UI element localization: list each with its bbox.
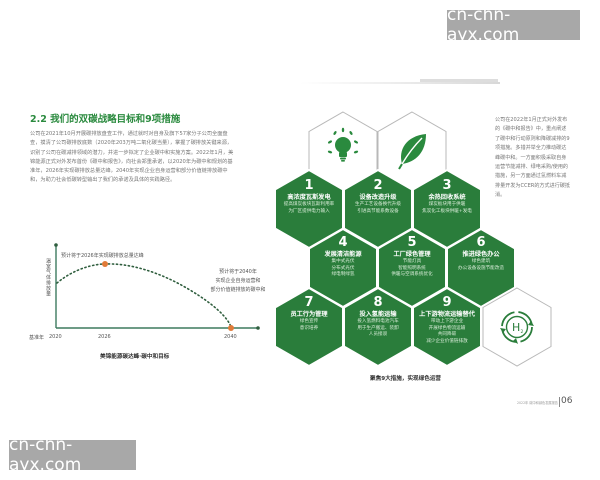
measure-8: 8 投入氢能运输 投入氢燃料电池汽车 用于生产搬运、装卸 人员接驳	[357, 295, 399, 338]
measure-3: 3 余热回收系统 煤炭板块用于供暖 焦炭化工板块供暖+发电	[422, 178, 472, 214]
footer-report-name: 2022年 碳中和绿色发展报告	[517, 401, 558, 405]
lightbulb-icon	[327, 127, 359, 162]
measure-4: 4 发展清洁能源 集中式光伏 分布式光伏 绿电制绿氢	[324, 235, 362, 278]
chart-tick-2026: 2026	[98, 334, 111, 340]
chart-neutral-annotation: 预计将于2040年 实现企业自身运营和 部分价值链排放的碳中和	[210, 269, 266, 293]
measure-5: 5 工厂绿色管理 节能灯具 智能照明系统 供暖与空调系统优化	[391, 235, 433, 278]
measure-9: 9 上下游物流运输替代 带动上下游企业 开展绿色物流运输 共同降碳 减少企业价值…	[419, 295, 475, 344]
intro-paragraph: 公司在2021年10月开展碳排放盘查工作，通过就时对自身及旗下57家分子公司全面…	[30, 131, 234, 184]
footer-divider	[559, 397, 560, 407]
header-divider	[300, 82, 500, 84]
chart-tick-2020: 2020	[49, 334, 62, 340]
chart-peak-marker	[102, 261, 108, 267]
svg-text:H: H	[512, 321, 520, 334]
measures-caption: 聚焦9大措施，实现绿色运营	[370, 376, 442, 382]
page-number: 06	[561, 396, 573, 406]
measure-2: 2 设备改造升级 生产工艺设备换代升级 引进高节能系数设备	[355, 178, 401, 214]
chart-peak-annotation: 预计将于2026年实现碳排放总量达峰	[61, 253, 144, 259]
chart-caption: 美锦能源碳达峰·碳中和目标	[100, 354, 170, 360]
chart-tick-2040: 2040	[224, 334, 237, 340]
measure-7: 7 员工行为管理 绿色宣传 意识培养	[290, 295, 328, 331]
hydrogen-cycle-icon: H 2	[500, 311, 534, 344]
header-running-title	[420, 79, 498, 82]
chart-tick-baseline: 基准年	[29, 335, 45, 341]
measure-1: 1 高浓度瓦斯发电 提高煤炭板块瓦斯利用率 为厂区提供电力输入	[283, 178, 335, 214]
leaf-icon	[398, 134, 426, 170]
measure-6: 6 推进绿色办公 绿色建筑 办公设备设施节能改造	[458, 235, 504, 271]
chart-emission-curve	[56, 263, 232, 328]
right-paragraph: 公司在2022年1月正式对外发布的《碳中和报告》中，重点阐述了碳中和行动原则和降…	[495, 117, 570, 199]
svg-text:2: 2	[521, 329, 524, 335]
section-title: 2.2 我们的双碳战略目标和9项措施	[30, 114, 181, 125]
chart-y-label: 温室气体排放量	[45, 258, 51, 297]
chart-neutral-marker	[228, 325, 234, 331]
